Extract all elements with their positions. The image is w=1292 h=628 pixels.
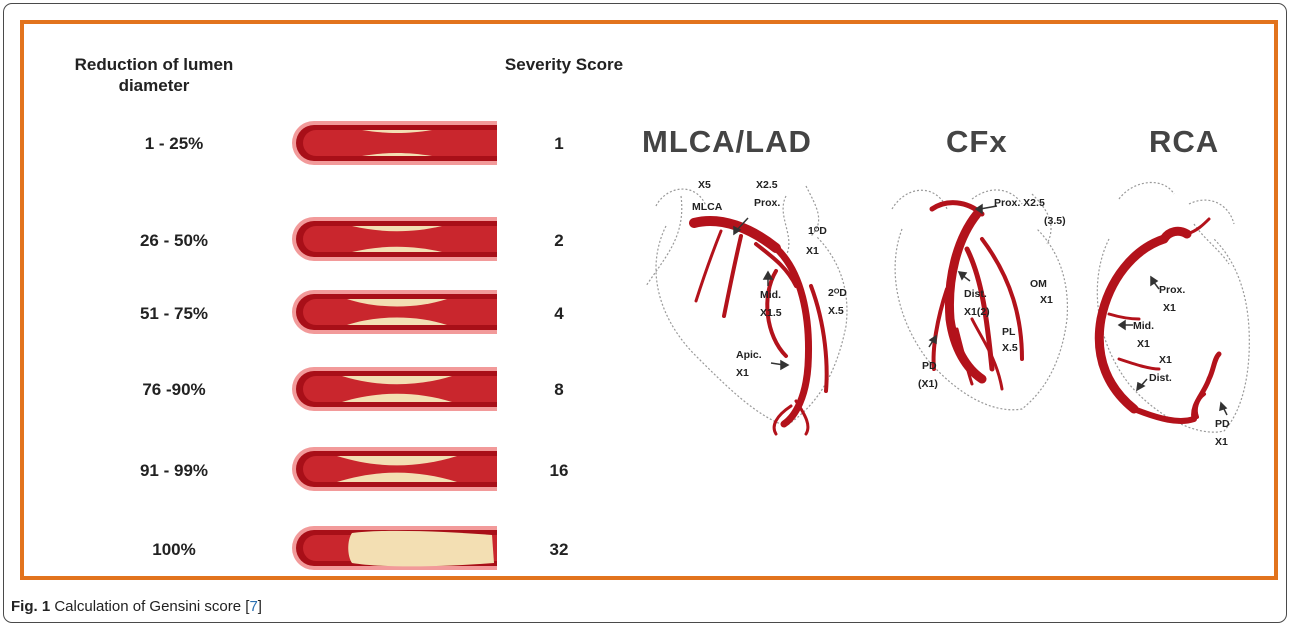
severity-score-3: 4 xyxy=(519,304,599,324)
vessel-stenosis-5 xyxy=(292,447,502,491)
reduction-label-3: 51 - 75% xyxy=(84,304,264,324)
cfx-label-om: OM xyxy=(1030,278,1047,290)
vessel-stenosis-3 xyxy=(292,290,502,334)
rca-label-pd: PD xyxy=(1215,418,1230,430)
lad-label-1d: 1ᴼD xyxy=(808,225,827,237)
severity-header: Severity Score xyxy=(484,54,644,75)
severity-score-5: 16 xyxy=(519,461,599,481)
rca-label-x1: X1 xyxy=(1159,354,1172,366)
rca-label-mid-x1: X1 xyxy=(1137,338,1150,350)
cfx-label-dist: Dist. xyxy=(964,288,987,300)
cfx-label-dist-x1-2: X1(2) xyxy=(964,306,990,318)
cfx-label-prox: Prox. X2.5 xyxy=(994,197,1045,209)
severity-score-1: 1 xyxy=(519,134,599,154)
caption-fig-label: Fig. 1 xyxy=(11,598,50,615)
vessel-stenosis-4 xyxy=(292,367,502,411)
rca-title: RCA xyxy=(1149,124,1219,160)
rca-label-dist: Dist. xyxy=(1149,372,1172,384)
lad-label-apic-x1: X1 xyxy=(736,367,749,379)
lad-label-2d: 2ᴼD xyxy=(828,287,847,299)
figure-caption: Fig. 1 Calculation of Gensini score [7] xyxy=(11,598,262,615)
cfx-label-om-x1: X1 xyxy=(1040,294,1053,306)
lad-label-1d-x1: X1 xyxy=(806,245,819,257)
rca-label-mid: Mid. xyxy=(1133,320,1154,332)
cfx-label-pl-x-5: X.5 xyxy=(1002,342,1018,354)
figure-panel: Reduction of lumen diameter Severity Sco… xyxy=(20,20,1278,580)
reduction-label-2: 26 - 50% xyxy=(84,231,264,251)
severity-score-6: 32 xyxy=(519,540,599,560)
lad-label-mlca: MLCA xyxy=(692,201,723,213)
cfx-title: CFx xyxy=(946,124,1008,160)
reduction-header: Reduction of lumen diameter xyxy=(54,54,254,96)
lad-label-2d-x-5: X.5 xyxy=(828,305,844,317)
lad-label-x2-5: X2.5 xyxy=(756,179,778,191)
caption-end: ] xyxy=(258,598,262,615)
lad-label-apic: Apic. xyxy=(736,349,762,361)
vessel-stenosis-2 xyxy=(292,217,502,261)
cfx-heart-diagram: Prox. X2.5 (3.5) OM X1 Dist. X1(2) PL X.… xyxy=(872,169,1102,419)
cfx-label-pd-x1: (X1) xyxy=(918,378,938,390)
cfx-label-3-5: (3.5) xyxy=(1044,215,1066,227)
rca-label-prox: Prox. xyxy=(1159,284,1185,296)
lad-label-mid-x1-5: X1.5 xyxy=(760,307,782,319)
rca-heart-diagram: Prox. X1 Mid. X1 X1 Dist. PD X1 xyxy=(1079,169,1254,459)
caption-text: Calculation of Gensini score [ xyxy=(54,598,249,615)
lad-title: MLCA/LAD xyxy=(642,124,812,160)
lad-label-prox: Prox. xyxy=(754,197,780,209)
vessel-stenosis-1 xyxy=(292,121,502,165)
reduction-label-6: 100% xyxy=(84,540,264,560)
lad-label-mid: Mid. xyxy=(760,289,781,301)
cfx-label-pd: PD xyxy=(922,360,937,372)
rca-label-pd-x1: X1 xyxy=(1215,436,1228,448)
reduction-label-5: 91 - 99% xyxy=(84,461,264,481)
caption-reference-link[interactable]: 7 xyxy=(249,598,257,615)
vessel-stenosis-6 xyxy=(292,526,502,570)
rca-label-prox-x1: X1 xyxy=(1163,302,1176,314)
severity-score-4: 8 xyxy=(519,380,599,400)
reduction-label-4: 76 -90% xyxy=(84,380,264,400)
lad-label-x5: X5 xyxy=(698,179,711,191)
lad-heart-diagram: X5 MLCA X2.5 Prox. 1ᴼD X1 Mid. X1.5 2ᴼD … xyxy=(636,176,866,436)
severity-score-2: 2 xyxy=(519,231,599,251)
reduction-label-1: 1 - 25% xyxy=(84,134,264,154)
cfx-label-pl: PL xyxy=(1002,326,1016,338)
